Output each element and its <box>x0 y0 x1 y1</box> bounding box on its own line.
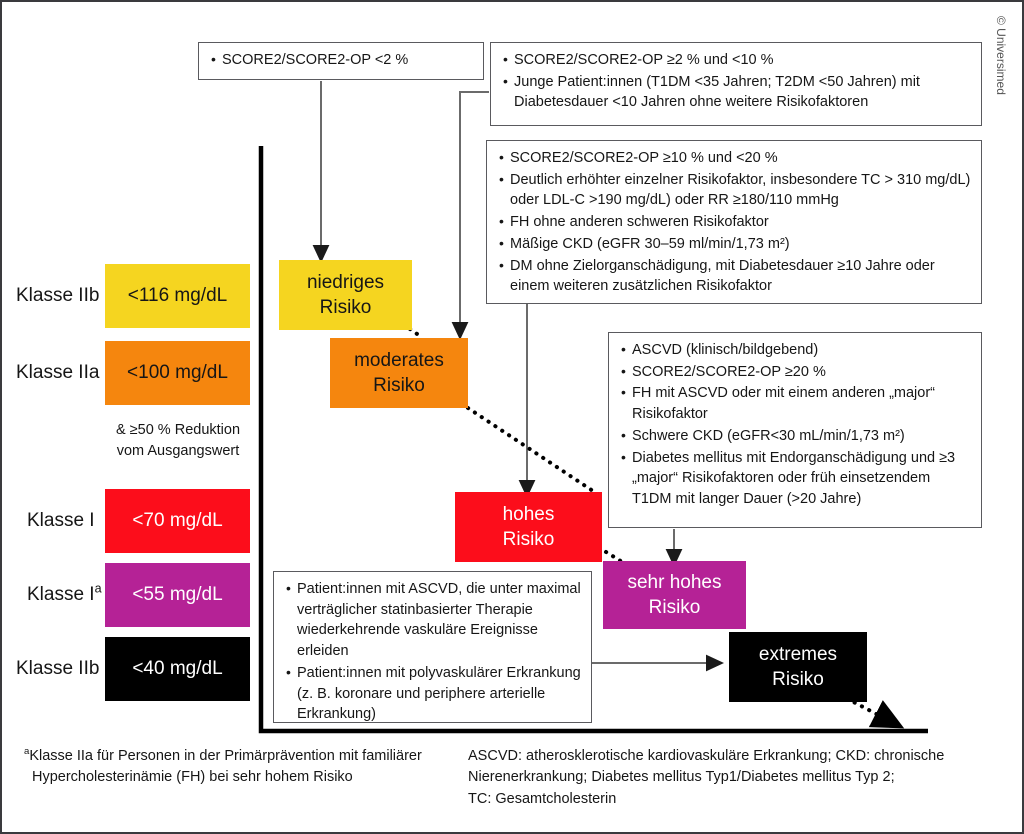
footnote-left-line1: aKlasse IIa für Personen in der Primärpr… <box>24 746 464 767</box>
klasse-text: Klasse I <box>27 510 95 531</box>
klasse-text: Klasse I <box>27 584 95 605</box>
moderate-risk-criteria-box: SCORE2/SCORE2-OP ≥2 % und <10 % Junge Pa… <box>490 42 982 126</box>
ldl-target-40: <40 mg/dL <box>105 637 250 701</box>
reduction-note-line1: & ≥50 % Reduktion <box>115 422 241 438</box>
risk-label-line2: Risiko <box>772 669 824 690</box>
criteria-item: Schwere CKD (eGFR<30 mL/min/1,73 m²) <box>621 425 971 447</box>
footnote-right-line1: ASCVD: atherosklerotische kardiovaskulär… <box>468 748 945 764</box>
ldl-value: <70 mg/dL <box>132 510 223 531</box>
risk-label-line2: Risiko <box>319 297 372 318</box>
reduction-note-line2: vom Ausgangswert <box>116 442 240 459</box>
ldl-target-55: <55 mg/dL <box>105 563 250 627</box>
footnote-right-line2: Nierenerkrankung; Diabetes mellitus Typ1… <box>468 769 895 786</box>
risk-label-line2: Risiko <box>373 375 425 396</box>
risk-label-line1: sehr hohes <box>627 571 722 593</box>
risk-label-line2: Risiko <box>648 597 701 618</box>
risk-box-moderates-risiko: moderates Risiko <box>330 338 468 408</box>
risk-label-line2: Risiko <box>502 529 555 550</box>
criteria-item: Patient:innen mit ASCVD, die unter maxim… <box>286 578 581 662</box>
footnote-left-text1: Klasse IIa für Personen in der Primärprä… <box>29 748 422 764</box>
risk-label-line1: moderates <box>354 349 444 371</box>
ldl-value: <55 mg/dL <box>132 584 223 605</box>
criteria-item: ASCVD (klinisch/bildgebend) <box>621 339 971 361</box>
ldl-value: <100 mg/dL <box>127 362 228 383</box>
dotted-moderate-to-high <box>466 406 604 499</box>
criteria-item: Mäßige CKD (eGFR 30–59 ml/min/1,73 m²) <box>499 233 971 255</box>
copyright-notice: © Universimed <box>994 16 1008 95</box>
dotted-low-to-moderate <box>408 327 422 338</box>
high-risk-criteria-box: SCORE2/SCORE2-OP ≥10 % und <20 % Deutlic… <box>486 140 982 304</box>
risk-label-line1: niedriges <box>306 271 385 293</box>
risk-label-line1: extremes <box>758 643 838 665</box>
low-risk-criteria-box: SCORE2/SCORE2-OP <2 % <box>198 42 484 80</box>
criteria-item: Diabetes mellitus mit Endorganschädigung… <box>621 447 971 510</box>
risk-box-extremes-risiko: extremes Risiko <box>729 632 867 702</box>
very-high-risk-criteria-box: ASCVD (klinisch/bildgebend) SCORE2/SCORE… <box>608 332 982 528</box>
klasse-label-ldl-40: Klasse IIb <box>16 658 99 680</box>
klasse-label-ldl-70: Klasse I <box>27 510 95 532</box>
criteria-item: FH ohne anderen schweren Risikofaktor <box>499 211 971 233</box>
criteria-item: Patient:innen mit polyvaskulärer Erkrank… <box>286 662 581 725</box>
criteria-item: DM ohne Zielorganschädigung, mit Diabete… <box>499 255 971 297</box>
footnote-right: ASCVD: atherosklerotische kardiovaskulär… <box>468 746 988 810</box>
criteria-item: SCORE2/SCORE2-OP ≥10 % und <20 % <box>499 147 971 169</box>
risk-box-hohes-risiko: hohes Risiko <box>455 492 602 562</box>
arrow-moderate <box>451 91 489 340</box>
criteria-item: SCORE2/SCORE2-OP <2 % <box>211 49 408 71</box>
klasse-label-ldl-55: Klasse Ia <box>27 581 102 606</box>
ldl-target-100: <100 mg/dL <box>105 341 250 405</box>
extreme-risk-criteria-box: Patient:innen mit ASCVD, die unter maxim… <box>273 571 592 723</box>
klasse-footnote-marker: a <box>94 581 102 596</box>
klasse-text: Klasse IIa <box>16 362 100 383</box>
criteria-item: Deutlich erhöhter einzelner Risikofaktor… <box>499 169 971 211</box>
risk-label-line1: hohes <box>502 503 555 525</box>
reduction-note: & ≥50 % Reduktion vom Ausgangswert <box>95 420 261 461</box>
ldl-value: <40 mg/dL <box>132 658 223 679</box>
klasse-label-ldl-116: Klasse IIb <box>16 285 99 307</box>
ldl-target-70: <70 mg/dL <box>105 489 250 553</box>
klasse-text: Klasse IIb <box>16 658 100 679</box>
footnote-marker: a <box>24 746 30 758</box>
footnote-right-line3: TC: Gesamtcholesterin <box>468 790 617 807</box>
risk-box-sehr-hohes-risiko: sehr hohes Risiko <box>603 561 746 629</box>
klasse-text: Klasse IIb <box>16 285 100 306</box>
criteria-item: SCORE2/SCORE2-OP ≥20 % <box>621 361 971 383</box>
ldl-target-116: <116 mg/dL <box>105 264 250 328</box>
klasse-label-ldl-100: Klasse IIa <box>16 362 99 384</box>
criteria-item: SCORE2/SCORE2-OP ≥2 % und <10 % <box>503 49 971 71</box>
ldl-value: <116 mg/dL <box>127 285 228 306</box>
footnote-left: aKlasse IIa für Personen in der Primärpr… <box>24 746 464 789</box>
footnote-left-line2: Hypercholesterinämie (FH) bei sehr hohem… <box>32 769 353 786</box>
criteria-item: FH mit ASCVD oder mit einem anderen „maj… <box>621 382 971 424</box>
risk-box-niedriges-risiko: niedriges Risiko <box>279 260 412 330</box>
criteria-item: Junge Patient:innen (T1DM <35 Jahren; T2… <box>503 71 971 113</box>
